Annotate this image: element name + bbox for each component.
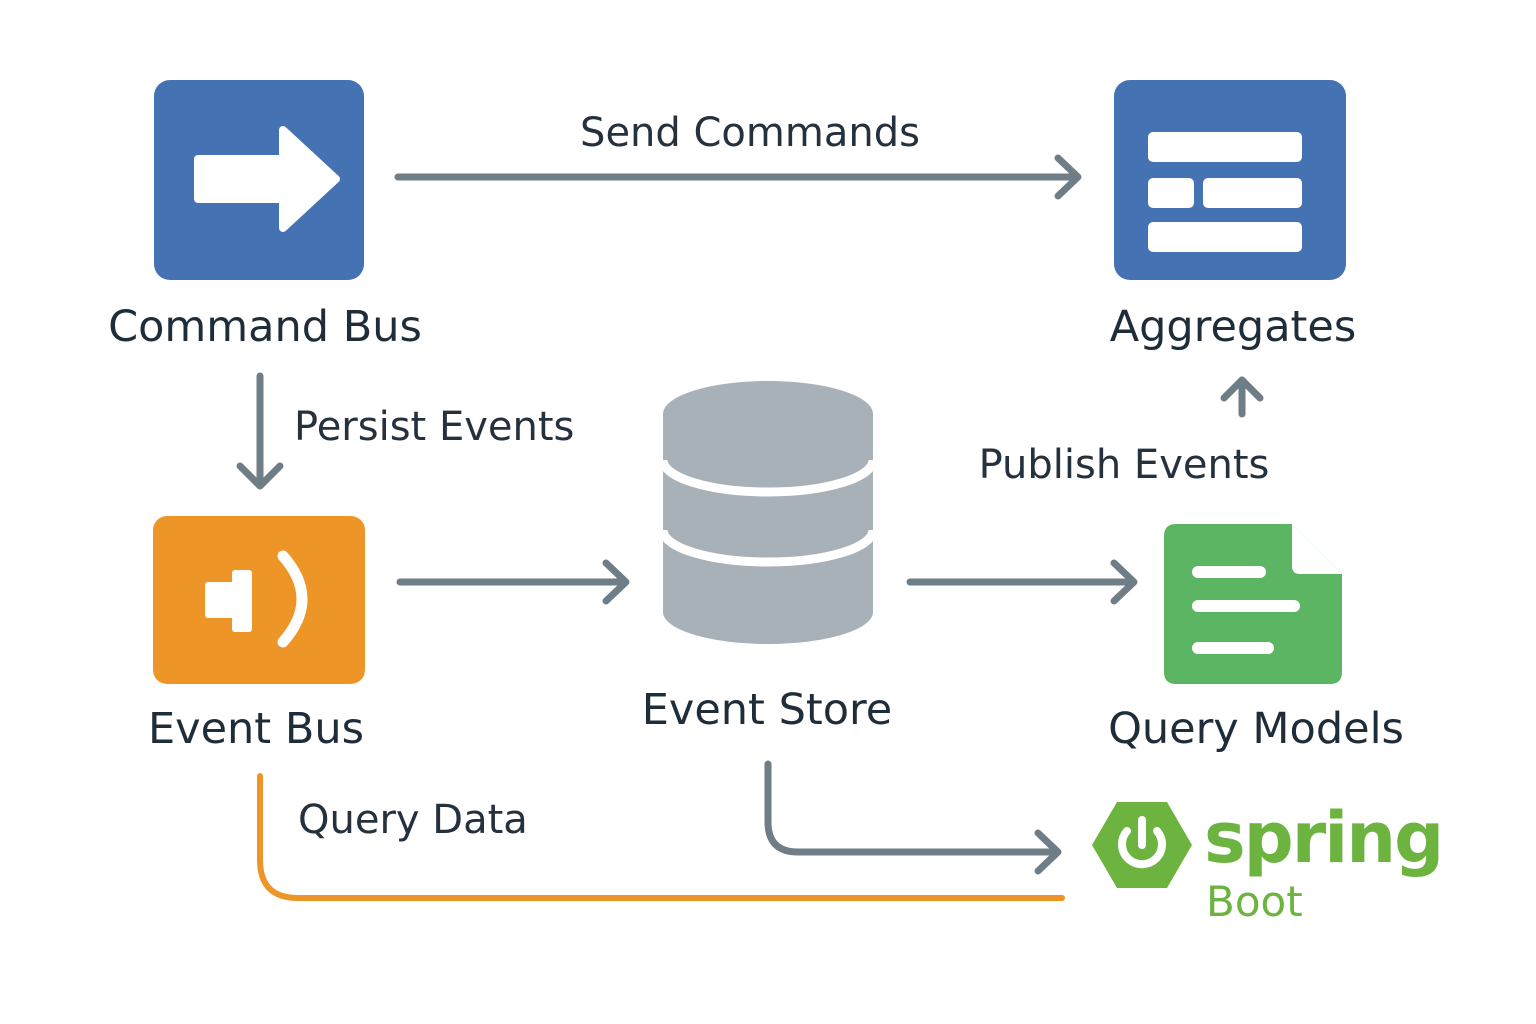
broadcast-icon <box>205 550 308 648</box>
node-query-models <box>1164 524 1342 684</box>
power-icon <box>1092 802 1192 888</box>
node-label-aggregates: Aggregates <box>1110 302 1357 352</box>
edge-publish-events <box>1220 376 1264 418</box>
edge-bus-to-store <box>396 559 630 605</box>
document-icon <box>1164 524 1342 684</box>
edge-label-publish-events: Publish Events <box>979 442 1270 488</box>
spring-boot-subtext: Boot <box>1206 877 1303 926</box>
node-spring-boot: spring Boot <box>1092 797 1444 926</box>
node-label-event-bus: Event Bus <box>148 704 364 754</box>
node-event-bus <box>153 516 365 684</box>
edge-label-send-commands: Send Commands <box>580 110 920 156</box>
node-aggregates <box>1114 80 1346 280</box>
node-label-event-store: Event Store <box>642 685 893 735</box>
edge-label-persist-events: Persist Events <box>294 404 574 450</box>
spring-logo-text: spring <box>1204 797 1442 879</box>
edge-label-query-data: Query Data <box>298 797 528 843</box>
form-layout-icon <box>1148 132 1302 252</box>
node-label-query-models: Query Models <box>1108 704 1404 754</box>
node-command-bus <box>154 80 364 280</box>
edge-query-data <box>257 773 1065 901</box>
node-label-command-bus: Command Bus <box>108 302 422 352</box>
node-event-store <box>658 381 878 644</box>
edge-send-commands <box>394 154 1082 200</box>
edge-persist-events <box>236 372 284 490</box>
arrow-right-icon <box>194 126 340 232</box>
database-icon <box>658 381 878 644</box>
edge-store-to-models <box>906 559 1138 605</box>
edge-store-to-spring <box>764 760 1062 875</box>
